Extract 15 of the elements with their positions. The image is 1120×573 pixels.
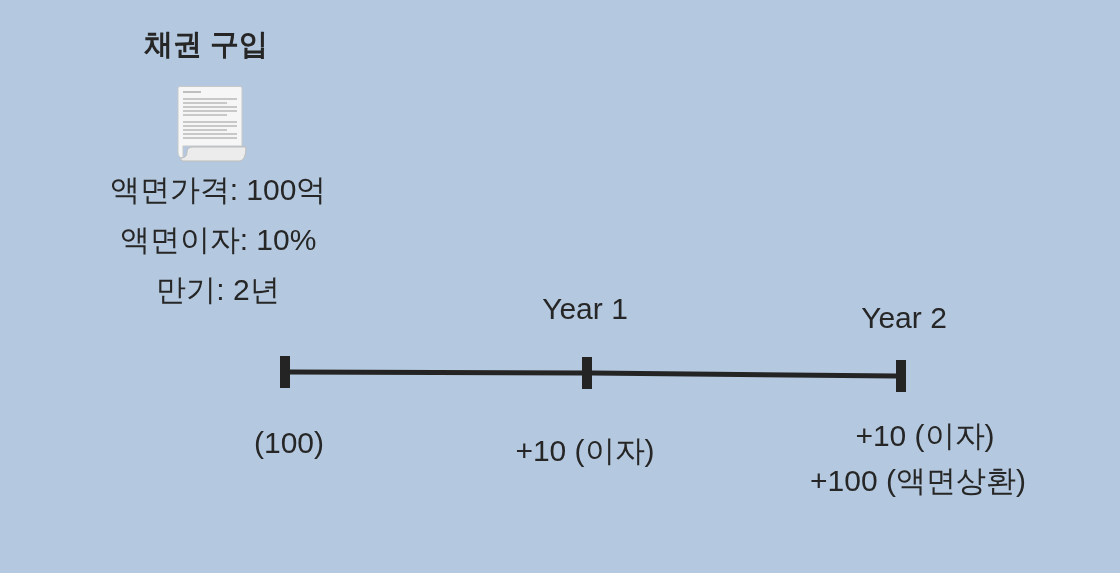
year-label: Year 2	[861, 300, 947, 336]
tick-mark	[280, 356, 290, 388]
bond-term-text: 만기: 2년	[156, 272, 280, 308]
timeline-segment	[591, 370, 897, 379]
cash-flow-label: +10 (이자)	[855, 418, 995, 454]
timeline-segment	[290, 369, 582, 376]
heading: 채권 구입	[143, 28, 269, 62]
tick-mark	[582, 357, 592, 389]
cash-flow-label: +100 (액면상환)	[810, 463, 1026, 499]
bond-term-text: 액면가격: 100억	[109, 172, 327, 208]
cash-flow-label: +10 (이자)	[515, 433, 655, 469]
tick-mark	[896, 360, 906, 392]
cash-flow-label: (100)	[254, 425, 324, 461]
bond-term-text: 액면이자: 10%	[119, 222, 317, 258]
year-label: Year 1	[542, 291, 628, 327]
